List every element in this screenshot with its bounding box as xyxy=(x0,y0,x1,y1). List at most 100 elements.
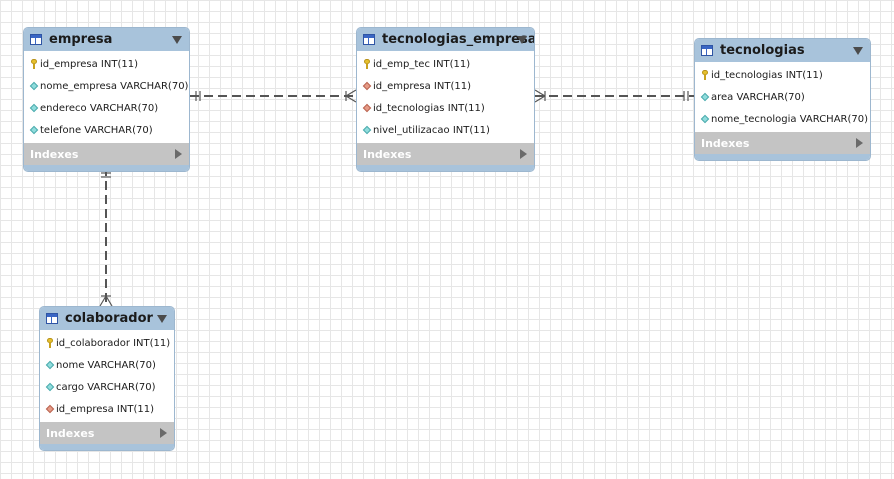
crowfoot-marker xyxy=(534,89,546,97)
column-icon xyxy=(45,382,54,392)
column-label: endereco VARCHAR(70) xyxy=(40,102,159,114)
cyan-diamond-icon xyxy=(45,382,54,392)
column-icon xyxy=(362,125,371,135)
column-label: nome VARCHAR(70) xyxy=(56,359,156,371)
cyan-diamond-icon xyxy=(45,360,54,370)
column-label: area VARCHAR(70) xyxy=(711,91,805,103)
column-label: id_tecnologias INT(11) xyxy=(711,69,823,81)
column-label: id_emp_tec INT(11) xyxy=(373,58,471,70)
indexes-section[interactable]: Indexes xyxy=(24,143,189,165)
column-row[interactable]: id_colaborador INT(11) xyxy=(40,332,174,354)
column-list: id_emp_tec INT(11) id_empresa INT(11) id_t… xyxy=(357,51,534,143)
column-row[interactable]: nome VARCHAR(70) xyxy=(40,354,174,376)
table-icon xyxy=(46,313,58,324)
table-icon xyxy=(30,34,42,45)
table-title: tecnologias xyxy=(720,43,805,58)
indexes-section[interactable]: Indexes xyxy=(695,132,870,154)
column-row[interactable]: id_empresa INT(11) xyxy=(40,398,174,420)
column-label: id_colaborador INT(11) xyxy=(56,337,171,349)
column-row[interactable]: area VARCHAR(70) xyxy=(695,86,870,108)
column-icon xyxy=(29,103,38,113)
cyan-diamond-icon xyxy=(700,92,709,102)
expand-arrow-icon[interactable] xyxy=(160,428,167,438)
column-row[interactable]: cargo VARCHAR(70) xyxy=(40,376,174,398)
column-icon xyxy=(29,81,38,91)
expand-arrow-icon[interactable] xyxy=(520,149,527,159)
cyan-diamond-icon xyxy=(29,81,38,91)
table-header[interactable]: empresa xyxy=(24,28,189,51)
collapse-arrow-icon[interactable] xyxy=(157,315,167,323)
column-label: nome_empresa VARCHAR(70) xyxy=(40,80,189,92)
key-icon xyxy=(30,59,37,69)
column-row[interactable]: nome_empresa VARCHAR(70) xyxy=(24,75,189,97)
table-bottom-bar xyxy=(40,444,174,450)
primary-key-icon xyxy=(29,59,38,69)
table-title: empresa xyxy=(49,32,113,47)
table-title: colaborador xyxy=(65,311,153,326)
cyan-diamond-icon xyxy=(362,125,371,135)
table-icon xyxy=(363,34,375,45)
foreign-key-icon xyxy=(362,103,371,113)
crowfoot-marker xyxy=(345,89,357,97)
column-row[interactable]: id_emp_tec INT(11) xyxy=(357,53,534,75)
column-row[interactable]: telefone VARCHAR(70) xyxy=(24,119,189,141)
column-label: nivel_utilizacao INT(11) xyxy=(373,124,490,136)
primary-key-icon xyxy=(362,59,371,69)
table-header[interactable]: tecnologias_empresa xyxy=(357,28,534,51)
red-diamond-icon xyxy=(45,404,54,414)
column-icon xyxy=(29,125,38,135)
crowfoot-marker xyxy=(99,295,107,307)
crowfoot-marker xyxy=(534,95,546,103)
collapse-arrow-icon[interactable] xyxy=(172,36,182,44)
table-icon xyxy=(701,45,713,56)
indexes-label: Indexes xyxy=(363,147,412,161)
table-header[interactable]: colaborador xyxy=(40,307,174,330)
column-row[interactable]: id_empresa INT(11) xyxy=(357,75,534,97)
collapse-arrow-icon[interactable] xyxy=(853,47,863,55)
table-bottom-bar xyxy=(24,165,189,171)
column-row[interactable]: nivel_utilizacao INT(11) xyxy=(357,119,534,141)
cyan-diamond-icon xyxy=(29,125,38,135)
column-list: id_tecnologias INT(11) area VARCHAR(70) no… xyxy=(695,62,870,132)
cyan-diamond-icon xyxy=(700,114,709,124)
table-bottom-bar xyxy=(695,154,870,160)
key-icon xyxy=(363,59,370,69)
column-icon xyxy=(45,360,54,370)
indexes-label: Indexes xyxy=(46,426,95,440)
table-bottom-bar xyxy=(357,165,534,171)
column-label: id_empresa INT(11) xyxy=(40,58,138,70)
column-label: id_empresa INT(11) xyxy=(373,80,471,92)
key-icon xyxy=(701,70,708,80)
indexes-label: Indexes xyxy=(701,136,750,150)
column-row[interactable]: endereco VARCHAR(70) xyxy=(24,97,189,119)
column-list: id_colaborador INT(11) nome VARCHAR(70) ca… xyxy=(40,330,174,422)
table-empresa[interactable]: empresa id_empresa INT(11) nome_empresa VA… xyxy=(23,27,190,172)
column-icon xyxy=(700,92,709,102)
indexes-section[interactable]: Indexes xyxy=(357,143,534,165)
expand-arrow-icon[interactable] xyxy=(175,149,182,159)
column-label: telefone VARCHAR(70) xyxy=(40,124,153,136)
collapse-arrow-icon[interactable] xyxy=(517,36,527,44)
column-row[interactable]: id_empresa INT(11) xyxy=(24,53,189,75)
indexes-section[interactable]: Indexes xyxy=(40,422,174,444)
table-header[interactable]: tecnologias xyxy=(695,39,870,62)
table-colaborador[interactable]: colaborador id_colaborador INT(11) nome VA… xyxy=(39,306,175,451)
primary-key-icon xyxy=(45,338,54,348)
column-icon xyxy=(700,114,709,124)
column-row[interactable]: nome_tecnologia VARCHAR(70) xyxy=(695,108,870,130)
foreign-key-icon xyxy=(45,404,54,414)
column-list: id_empresa INT(11) nome_empresa VARCHAR(7… xyxy=(24,51,189,143)
red-diamond-icon xyxy=(362,81,371,91)
cyan-diamond-icon xyxy=(29,103,38,113)
column-row[interactable]: id_tecnologias INT(11) xyxy=(695,64,870,86)
column-label: cargo VARCHAR(70) xyxy=(56,381,156,393)
table-tecnologias[interactable]: tecnologias id_tecnologias INT(11) area VA… xyxy=(694,38,871,161)
expand-arrow-icon[interactable] xyxy=(856,138,863,148)
crowfoot-marker xyxy=(345,95,357,103)
foreign-key-icon xyxy=(362,81,371,91)
column-label: nome_tecnologia VARCHAR(70) xyxy=(711,113,869,125)
column-row[interactable]: id_tecnologias INT(11) xyxy=(357,97,534,119)
